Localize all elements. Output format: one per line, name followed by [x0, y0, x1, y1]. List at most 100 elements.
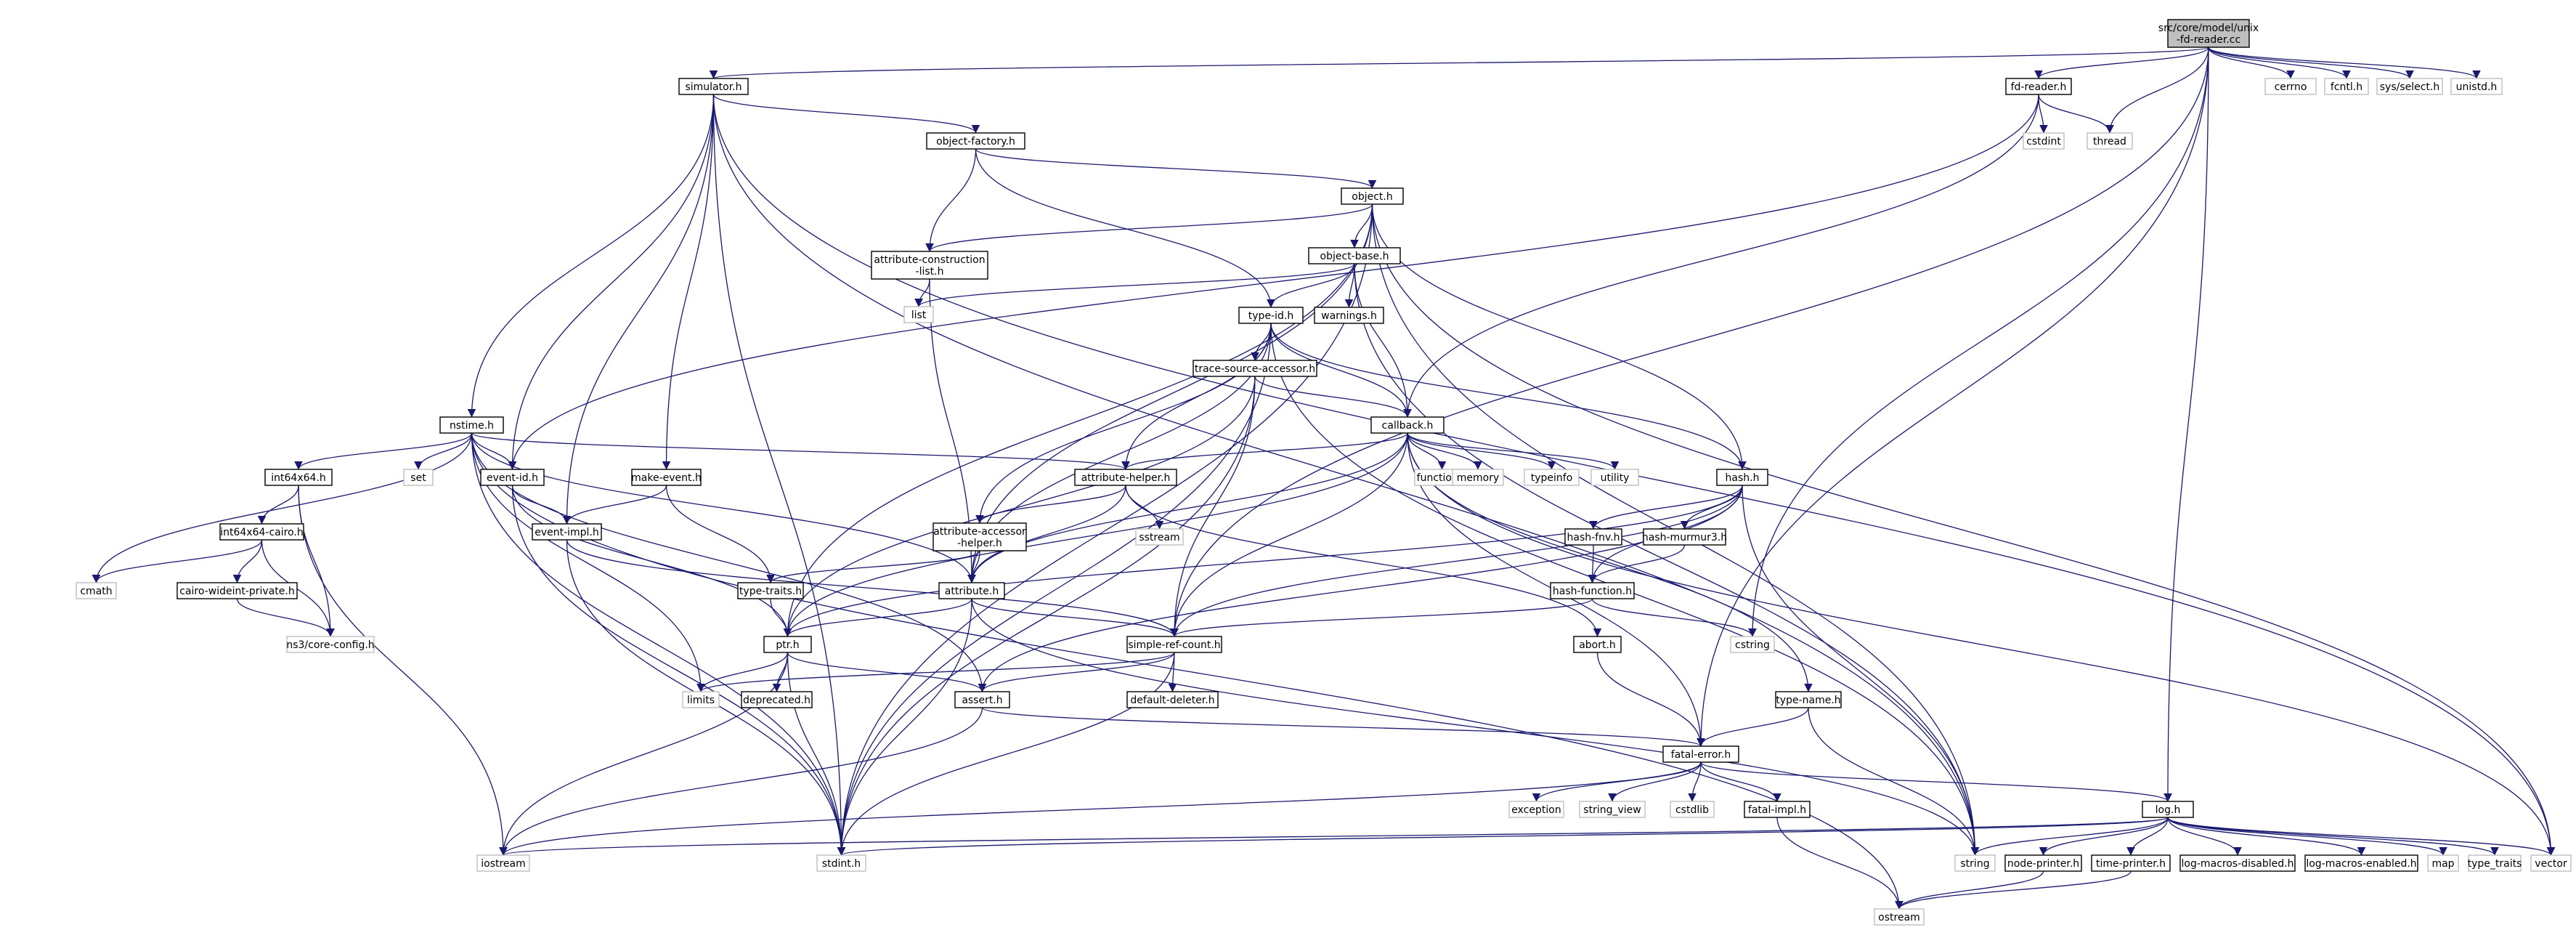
node-type-traits[interactable]: type_traits	[2468, 854, 2522, 872]
node-string[interactable]: string	[1954, 854, 1996, 872]
node-cerrno[interactable]: cerrno	[2264, 78, 2317, 95]
node-thread[interactable]: thread	[2087, 132, 2133, 150]
node-simple-ref-count-h[interactable]: simple-ref-count.h	[1126, 636, 1222, 653]
node-typeinfo[interactable]: typeinfo	[1524, 469, 1580, 486]
edge-src-to-stdint	[837, 652, 1175, 856]
node-make-event-h[interactable]: make-event.h	[631, 469, 702, 486]
edge-log-to-typetraitsstd	[2167, 817, 2499, 856]
edge-attrhelper-to-aah	[975, 485, 1126, 524]
node-event-id-h[interactable]: event-id.h	[480, 469, 545, 486]
node-set[interactable]: set	[403, 469, 434, 486]
node-label: type-traits.h	[739, 586, 802, 597]
node-label: attribute-construction	[874, 254, 985, 266]
node-log-macros-enabled-h[interactable]: log-macros-enabled.h	[2304, 854, 2418, 872]
node-type-name-h[interactable]: type-name.h	[1775, 691, 1842, 708]
node-attribute-helper-h[interactable]: attribute-helper.h	[1074, 469, 1177, 486]
node-label: attribute-helper.h	[1081, 472, 1171, 484]
node-label: simple-ref-count.h	[1128, 639, 1220, 651]
edge-fatalerror-to-fatalimpl	[1700, 761, 1781, 802]
node-warnings-h[interactable]: warnings.h	[1314, 307, 1384, 324]
node-sys-select-h[interactable]: sys/select.h	[2376, 78, 2443, 95]
node-hash-function-h[interactable]: hash-function.h	[1550, 582, 1635, 599]
node-memory[interactable]: memory	[1452, 469, 1504, 486]
node-cmath[interactable]: cmath	[76, 582, 117, 599]
edge-src-to-assert	[978, 652, 1175, 692]
node-src-core-model-unix-fd-reader-cc[interactable]: src/core/model/unix-fd-reader.cc	[2158, 19, 2259, 48]
node-box	[1314, 307, 1384, 324]
node-label: log.h	[2156, 804, 2181, 816]
node-cairo-wideint-private-h[interactable]: cairo-wideint-private.h	[176, 582, 298, 599]
node-label: unistd.h	[2456, 81, 2498, 93]
node-type-id-h[interactable]: type-id.h	[1238, 307, 1304, 324]
node-ns3-core-config-h[interactable]: ns3/core-config.h	[286, 636, 375, 653]
node-utility[interactable]: utility	[1590, 469, 1639, 486]
node-object-factory-h[interactable]: object-factory.h	[926, 132, 1025, 150]
node-callback-h[interactable]: callback.h	[1370, 416, 1445, 434]
node-hash-fnv-h[interactable]: hash-fnv.h	[1564, 528, 1622, 546]
node-event-impl-h[interactable]: event-impl.h	[532, 523, 602, 541]
node-assert-h[interactable]: assert.h	[954, 691, 1010, 708]
node-simulator-h[interactable]: simulator.h	[678, 78, 749, 95]
node-object-h[interactable]: object.h	[1341, 187, 1404, 205]
edge-root-to-log	[2163, 46, 2209, 802]
node-box	[2264, 78, 2317, 95]
node-cstdint[interactable]: cstdint	[2023, 132, 2065, 150]
node-abort-h[interactable]: abort.h	[1573, 636, 1622, 653]
node-nstime-h[interactable]: nstime.h	[439, 416, 504, 434]
node-fatal-impl-h[interactable]: fatal-impl.h	[1744, 801, 1811, 818]
node-log-macros-disabled-h[interactable]: log-macros-disabled.h	[2179, 854, 2296, 872]
edge-attribute-to-stdint	[837, 598, 972, 856]
node-label: thread	[2093, 136, 2126, 147]
node-time-printer-h[interactable]: time-printer.h	[2091, 854, 2171, 872]
node-log-h[interactable]: log.h	[2142, 801, 2194, 818]
node-hash-murmur3-h[interactable]: hash-murmur3.h	[1642, 528, 1727, 546]
node-box	[1308, 247, 1401, 264]
node-ostream[interactable]: ostream	[1874, 908, 1925, 926]
node-label: fatal-impl.h	[1748, 804, 1806, 816]
node-fd-reader-h[interactable]: fd-reader.h	[2005, 78, 2072, 95]
edge-callback-to-vector	[1407, 432, 2556, 856]
node-label: cstdint	[2026, 136, 2061, 147]
node-vector[interactable]: vector	[2530, 854, 2572, 872]
node-cstring[interactable]: cstring	[1730, 636, 1775, 653]
node-fcntl-h[interactable]: fcntl.h	[2324, 78, 2369, 95]
node-int64x64-cairo-h[interactable]: int64x64-cairo.h	[219, 523, 304, 541]
node-attribute-h[interactable]: attribute.h	[938, 582, 1005, 599]
node-node-printer-h[interactable]: node-printer.h	[2004, 854, 2082, 872]
node-hash-h[interactable]: hash.h	[1716, 469, 1768, 486]
edge-objbase-to-list	[914, 263, 1355, 307]
node-int64x64-h[interactable]: int64x64.h	[264, 469, 333, 486]
node-cstdlib[interactable]: cstdlib	[1670, 801, 1715, 818]
node-unistd-h[interactable]: unistd.h	[2450, 78, 2503, 95]
node-exception[interactable]: exception	[1508, 801, 1564, 818]
node-type-traits-h[interactable]: type-traits.h	[737, 582, 804, 599]
node-string-view[interactable]: string_view	[1579, 801, 1646, 818]
node-attribute-accessor-helper-h[interactable]: attribute-accessor-helper.h	[933, 522, 1027, 551]
node-deprecated-h[interactable]: deprecated.h	[741, 691, 813, 708]
edge-ptr-to-stdint	[787, 652, 846, 856]
node-object-base-h[interactable]: object-base.h	[1308, 247, 1401, 264]
node-attribute-construction-list-h[interactable]: attribute-construction-list.h	[871, 251, 988, 280]
node-label: iostream	[481, 858, 526, 870]
node-ptr-h[interactable]: ptr.h	[763, 636, 812, 653]
edge-callback-to-memory	[1407, 432, 1482, 470]
edge-src-to-limits	[696, 652, 1175, 692]
node-trace-source-accessor-h[interactable]: trace-source-accessor.h	[1192, 360, 1317, 377]
node-box	[954, 691, 1010, 708]
edge-callback-to-functional	[1407, 432, 1447, 470]
node-label: memory	[1457, 472, 1500, 484]
node-stdint-h[interactable]: stdint.h	[816, 854, 866, 872]
node-iostream[interactable]: iostream	[476, 854, 530, 872]
node-list[interactable]: list	[903, 306, 934, 323]
node-label: ns3/core-config.h	[286, 639, 374, 651]
node-label: default-deleter.h	[1130, 695, 1214, 706]
edge-ptr-to-iostream	[499, 652, 789, 856]
node-default-deleter-h[interactable]: default-deleter.h	[1126, 691, 1219, 708]
node-sstream[interactable]: sstream	[1135, 528, 1184, 546]
node-fatal-error-h[interactable]: fatal-error.h	[1662, 745, 1739, 763]
edge-fatalerror-to-log	[1700, 761, 2172, 802]
node-map[interactable]: map	[2427, 854, 2459, 872]
edge-simulator-to-eventid	[508, 94, 715, 470]
node-limits[interactable]: limits	[682, 691, 720, 708]
edge-assert-to-iostream	[499, 707, 983, 856]
